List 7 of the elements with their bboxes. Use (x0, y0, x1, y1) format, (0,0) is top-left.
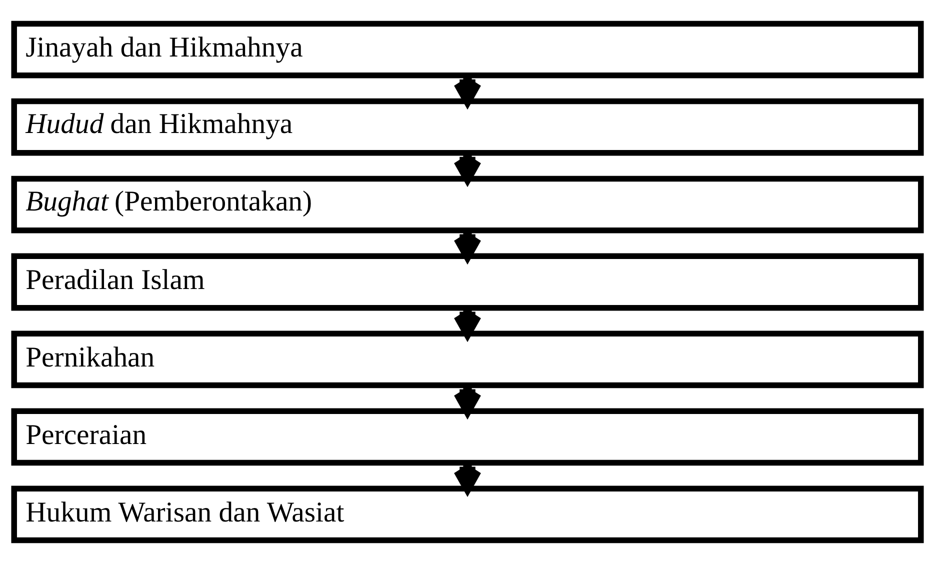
node-box: Perceraian (11, 408, 924, 466)
node-box: Jinayah dan Hikmahnya (11, 20, 924, 78)
node-box: Pernikahan (11, 330, 924, 388)
node-box: Peradilan Islam (11, 253, 924, 311)
node-box: Bughat (Pemberontakan) (11, 176, 924, 234)
node-box: Hudud dan Hikmahnya (11, 98, 924, 156)
node-box: Hukum Warisan dan Wasiat (11, 486, 924, 544)
